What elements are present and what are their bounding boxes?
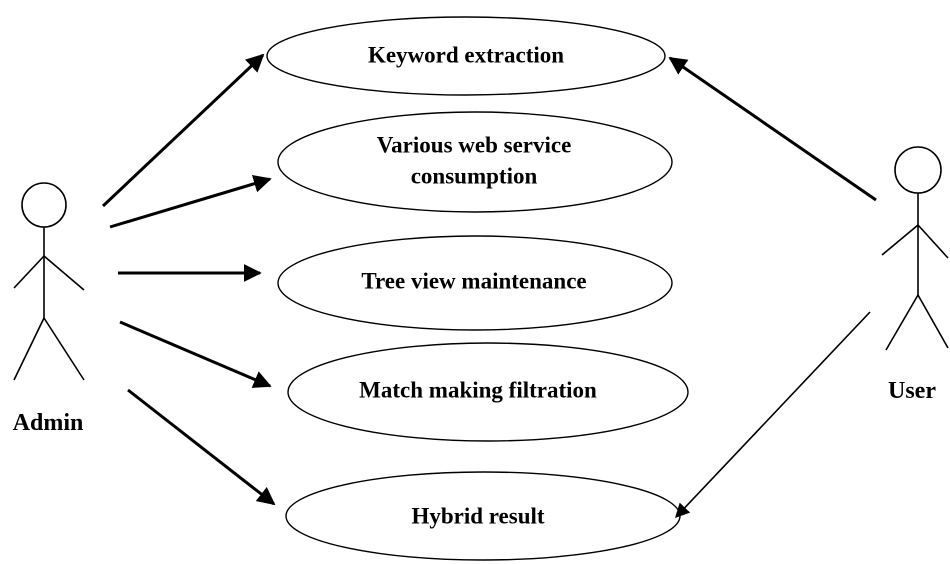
use-case-label: Tree view maintenance	[361, 268, 586, 293]
association-admin-web-service	[109, 175, 272, 229]
use-case-web-service-consumption: Various web service consumption	[277, 111, 673, 213]
user-right-leg	[917, 294, 949, 349]
admin-left-arm	[13, 255, 45, 289]
user-actor: User	[881, 146, 949, 404]
association-user-hybrid	[675, 311, 871, 519]
association-user-keyword	[668, 56, 877, 202]
use-case-label: Match making filtration	[359, 377, 597, 402]
association-admin-hybrid	[127, 388, 276, 506]
admin-actor: Admin	[13, 182, 85, 436]
use-case-label-line-2: consumption	[411, 163, 538, 188]
user-head	[894, 146, 942, 194]
association-admin-keyword	[101, 53, 265, 208]
use-case-tree-view-maintenance: Tree view maintenance	[277, 235, 673, 331]
use-case-ellipse	[277, 111, 673, 213]
use-case-label: Keyword extraction	[368, 42, 564, 67]
admin-right-arm	[43, 255, 85, 291]
admin-head	[21, 182, 67, 228]
admin-left-leg	[13, 317, 45, 381]
use-case-label: Hybrid result	[411, 503, 544, 528]
use-case-match-making-filtration: Match making filtration	[287, 342, 689, 442]
admin-right-leg	[43, 317, 85, 381]
admin-label: Admin	[13, 410, 84, 436]
use-case-label-line-1: Various web service	[377, 132, 572, 157]
use-case-ellipse	[287, 342, 689, 442]
association-admin-match-making	[119, 320, 272, 388]
use-case-ellipse	[277, 235, 673, 331]
user-right-arm	[917, 224, 949, 259]
user-left-arm	[881, 224, 919, 256]
user-label: User	[888, 378, 936, 404]
use-case-hybrid-result: Hybrid result	[285, 471, 681, 561]
user-associations	[668, 56, 877, 519]
use-case-ellipse	[266, 16, 666, 96]
use-case-keyword-extraction: Keyword extraction	[266, 16, 666, 96]
user-left-leg	[885, 294, 919, 351]
admin-associations	[101, 53, 276, 506]
